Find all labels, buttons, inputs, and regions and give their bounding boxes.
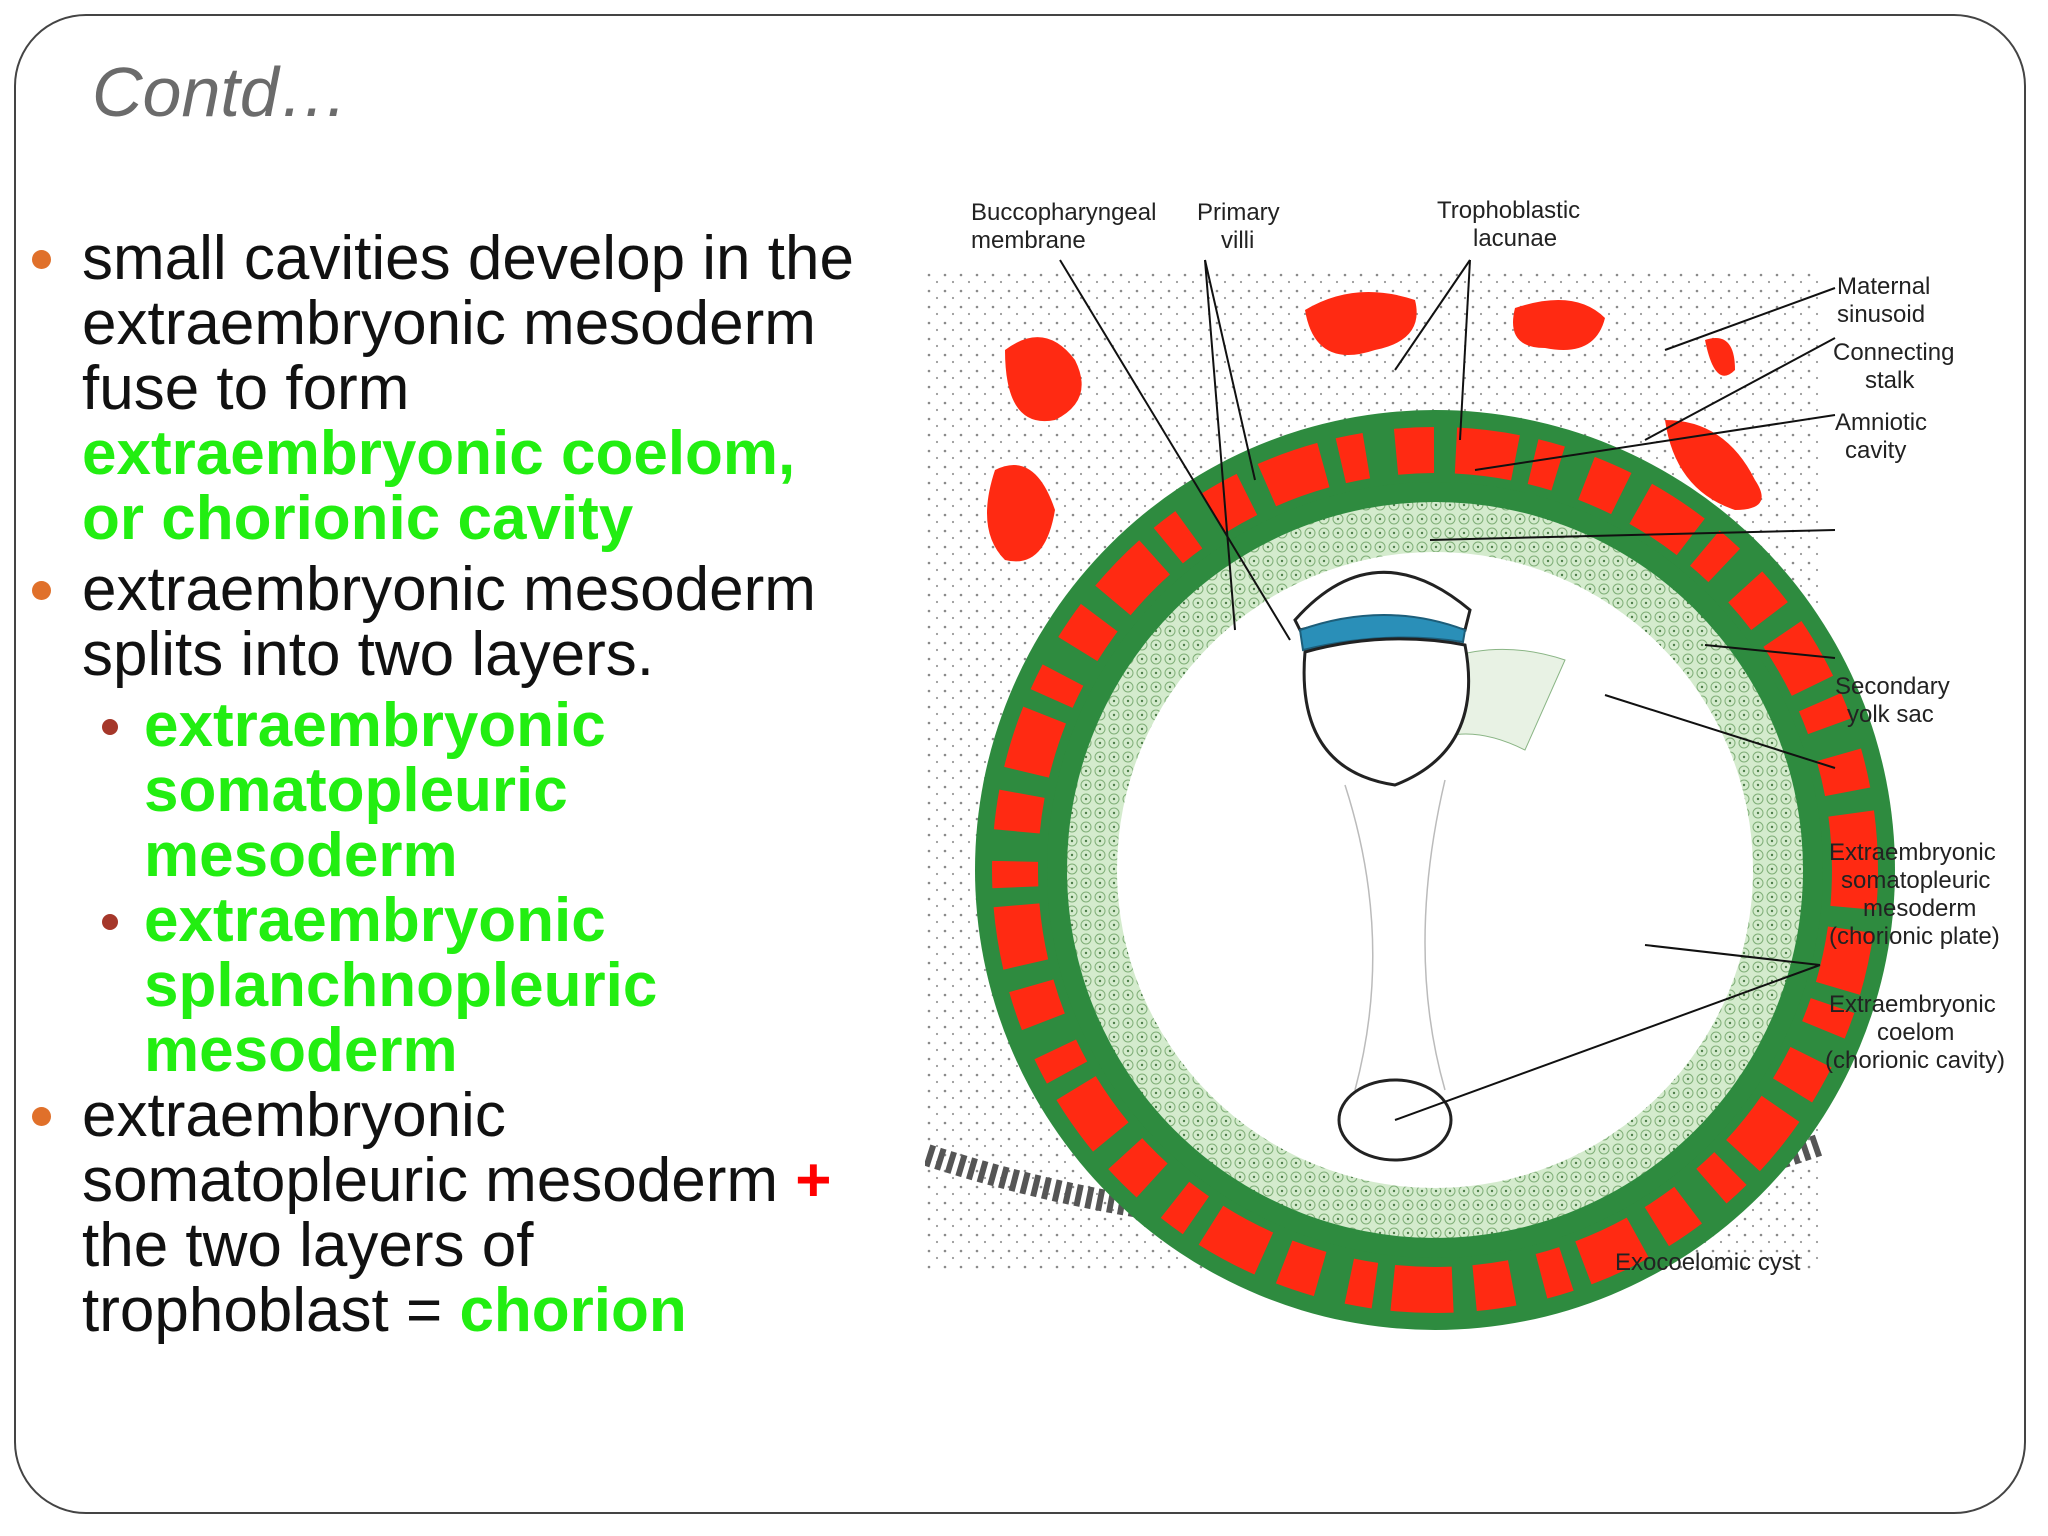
bullet-2-line-1: extraembryonic mesoderm <box>82 555 816 624</box>
bullet-2-line-2: splits into two layers. <box>82 620 654 689</box>
bullet-dot-icon <box>32 250 51 269</box>
sub-bullet-dot-icon <box>102 914 118 930</box>
label-somatopleuric: somatopleuric <box>1841 867 1990 894</box>
bullet-3-line-4-wrap: trophoblast = chorion <box>82 1278 944 1343</box>
sub-bullet-1-line-2: somatopleuric <box>144 756 568 825</box>
label-coelom: coelom <box>1877 1019 1954 1046</box>
label-chorionic-cavity: (chorionic cavity) <box>1825 1047 2005 1074</box>
bullet-1-line-3: fuse to form <box>82 354 410 423</box>
bullet-list: small cavities develop in the extraembry… <box>24 226 944 1349</box>
bullet-item-1: small cavities develop in the extraembry… <box>24 226 944 551</box>
leader-lines <box>1059 259 1836 1121</box>
label-connecting: Connecting <box>1833 339 1954 366</box>
label-amniotic: Amniotic <box>1835 409 1927 436</box>
bullet-1-line-2: extraembryonic mesoderm <box>82 289 816 358</box>
bullet-1-highlight-1: extraembryonic coelom, <box>82 419 796 488</box>
bullet-item-3: extraembryonic somatopleuric mesoderm + … <box>24 1083 944 1343</box>
sub-bullet-2-line-2: splanchnopleuric <box>144 951 658 1020</box>
body-stalk-line <box>1344 779 1446 1091</box>
label-cavity: cavity <box>1845 437 1906 464</box>
sub-bullet-dot-icon <box>102 719 118 735</box>
sub-bullet-item-1: extraembryonic somatopleuric mesoderm <box>24 693 944 888</box>
bullet-item-2: extraembryonic mesoderm splits into two … <box>24 557 944 687</box>
sub-bullet-item-2: extraembryonic splanchnopleuric mesoderm <box>24 888 944 1083</box>
label-trophoblastic: Trophoblastic <box>1437 197 1580 224</box>
label-exocoelomic-cyst: Exocoelomic cyst <box>1615 1249 1801 1276</box>
trophoblastic-lacunae <box>992 427 1878 1313</box>
bullet-dot-icon <box>32 581 51 600</box>
label-buccopharyngeal: Buccopharyngeal <box>971 199 1156 226</box>
sub-bullet-1-line-1: extraembryonic <box>144 691 606 760</box>
slide-title: Contd… <box>92 53 349 131</box>
bullet-3-line-3: the two layers of <box>82 1211 534 1280</box>
sub-bullet-1-line-3: mesoderm <box>144 821 458 890</box>
label-secondary: Secondary <box>1835 673 1950 700</box>
label-yolk-sac: yolk sac <box>1847 701 1934 728</box>
label-extraembryonic-1: Extraembryonic <box>1829 839 1996 866</box>
label-extraembryonic-2: Extraembryonic <box>1829 991 1996 1018</box>
label-sinusoid: sinusoid <box>1837 301 1925 328</box>
sub-bullet-2-line-1: extraembryonic <box>144 886 606 955</box>
chorionic-cavity-diagram: Buccopharyngeal membrane Primary villi T… <box>925 197 2005 1330</box>
bullet-dot-icon <box>32 1107 51 1126</box>
sub-bullet-2-line-3: mesoderm <box>144 1016 458 1085</box>
plus-sign: + <box>795 1146 832 1215</box>
chorionic-cavity <box>1117 552 1753 1188</box>
label-stalk: stalk <box>1865 367 1915 394</box>
secondary-yolk-sac <box>1302 637 1471 787</box>
bullet-1-line-1: small cavities develop in the <box>82 224 854 293</box>
label-membrane: membrane <box>971 227 1086 254</box>
bullet-1-highlight-2: or chorionic cavity <box>82 484 634 553</box>
bullet-3-line-4: trophoblast = <box>82 1276 443 1345</box>
label-lacunae: lacunae <box>1473 225 1557 252</box>
bullet-3-line-2-wrap: somatopleuric mesoderm + <box>82 1148 944 1213</box>
label-chorionic-plate: (chorionic plate) <box>1829 923 2000 950</box>
label-maternal: Maternal <box>1837 273 1930 300</box>
bullet-3-line-2: somatopleuric mesoderm <box>82 1146 779 1215</box>
maternal-sinusoids <box>987 292 1762 562</box>
label-villi: villi <box>1221 227 1254 254</box>
bullet-3-line-1: extraembryonic <box>82 1081 506 1150</box>
chorion-highlight: chorion <box>459 1276 687 1345</box>
label-primary: Primary <box>1197 199 1280 226</box>
label-mesoderm: mesoderm <box>1863 895 1976 922</box>
